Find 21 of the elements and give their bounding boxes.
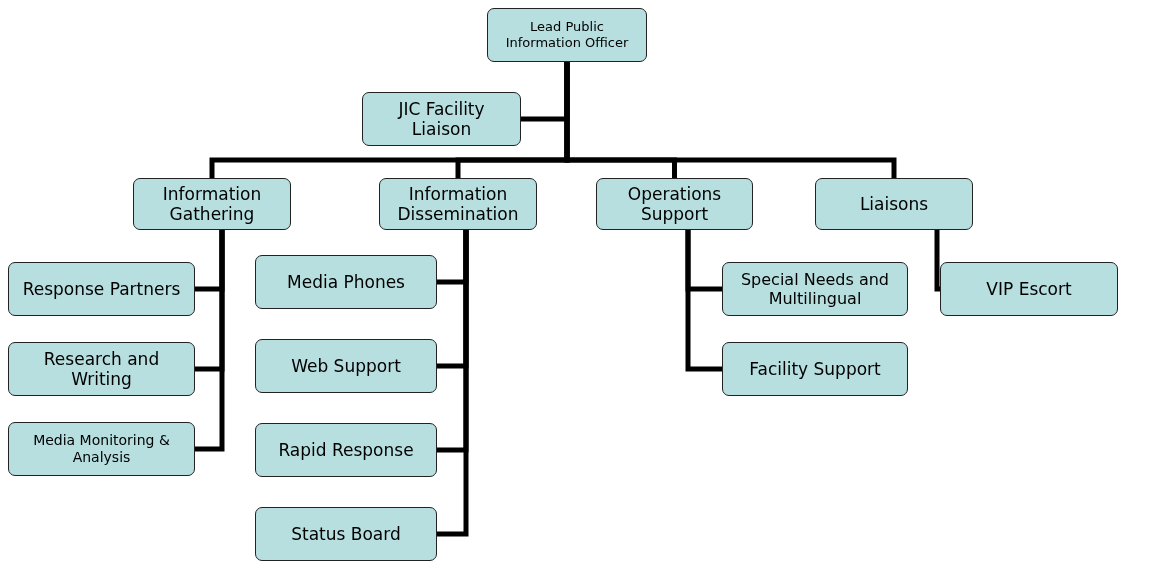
- org-chart-box: Information Dissemination: [379, 178, 537, 230]
- org-chart-box: Operations Support: [596, 178, 753, 230]
- connector-line: [195, 230, 225, 452]
- org-chart-box: Liaisons: [815, 178, 973, 230]
- connector-line: [934, 230, 940, 292]
- connector-line: [437, 230, 469, 537]
- org-chart-box: Facility Support: [722, 342, 908, 396]
- org-chart-box: Web Support: [255, 339, 437, 393]
- org-chart-box: Media Monitoring & Analysis: [8, 422, 195, 476]
- org-chart-box: JIC Facility Liaison: [362, 92, 521, 146]
- org-chart-box: VIP Escort: [940, 262, 1118, 316]
- org-chart-box: Response Partners: [8, 262, 195, 316]
- org-chart-box: Rapid Response: [255, 423, 437, 477]
- org-chart-box: Information Gathering: [133, 178, 291, 230]
- org-chart-box: Lead Public Information Officer: [487, 8, 647, 62]
- org-chart-box: Status Board: [255, 507, 437, 561]
- connector-line: [564, 62, 897, 178]
- org-chart-box: Special Needs and Multilingual: [722, 262, 908, 316]
- org-chart-box: Research and Writing: [8, 342, 195, 396]
- connector-line: [685, 230, 722, 372]
- org-chart-box: Media Phones: [255, 255, 437, 309]
